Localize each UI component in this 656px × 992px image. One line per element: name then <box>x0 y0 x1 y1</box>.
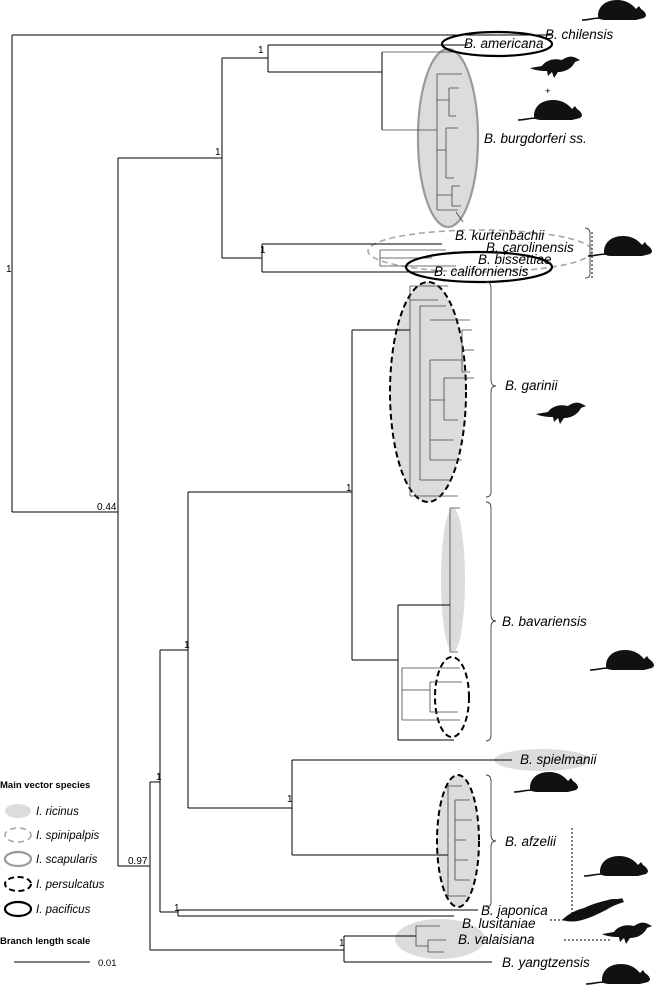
rodent-icon <box>587 235 653 257</box>
bavariensis-persulcatus-ellipse <box>434 656 470 738</box>
lizard-icon <box>562 898 624 922</box>
burgdorferi-scapularis-ellipse <box>418 49 478 227</box>
label-chilensis: B. chilensis <box>545 27 614 42</box>
label-burgdorferi: B. burgdorferi ss. <box>484 131 587 146</box>
legend: Main vector species I. ricinus I. spinip… <box>0 780 105 918</box>
afzelii-ricinus-ellipse <box>437 775 479 907</box>
host-plus: + <box>545 86 551 97</box>
garinii-persulcatus-ellipse <box>389 281 467 503</box>
vector-ellipses <box>367 47 593 959</box>
legend-swatch-pacificus <box>3 900 33 918</box>
garinii-ricinus-ellipse <box>390 282 466 502</box>
legend-item-spinipalpis: I. spinipalpis <box>36 830 100 842</box>
californiensis-pacificus-ellipse <box>404 250 554 284</box>
support-lower-clade: 0.97 <box>128 856 148 867</box>
support-valaisiana-group: 1 <box>339 938 345 949</box>
legend-swatch-spinipalpis <box>4 827 32 843</box>
valaisiana-ricinus-ellipse <box>395 919 485 959</box>
pacificus-ellipses <box>404 30 554 284</box>
bird-icon <box>536 402 586 424</box>
support-garinii-bavariensis: 1 <box>346 483 352 494</box>
species-labels: B. chilensis B. americana B. burgdorferi… <box>434 27 614 970</box>
rodent-icon <box>581 0 647 21</box>
support-chilensis-split: 0.44 <box>97 502 117 513</box>
label-americana: B. americana <box>464 36 544 51</box>
rodent-icon <box>517 99 583 121</box>
scale-value: 0.01 <box>98 958 117 969</box>
label-lusitaniae: B. lusitaniae <box>462 916 536 931</box>
legend-item-persulcatus: I. persulcatus <box>36 879 105 891</box>
label-californiensis: B. californiensis <box>434 264 529 279</box>
support-americana-burgdorferi: 1 <box>258 45 264 56</box>
support-root: 1 <box>6 264 12 275</box>
bavariensis-ricinus-ellipse <box>441 508 465 652</box>
support-japonica-group: 1 <box>174 903 180 914</box>
legend-item-scapularis: I. scapularis <box>36 854 98 866</box>
support-big-clade: 1 <box>215 147 221 158</box>
legend-swatch-ricinus <box>5 804 31 818</box>
label-valaisiana: B. valaisiana <box>458 932 535 947</box>
support-eurasian: 1 <box>184 640 190 651</box>
spielmanii-ricinus-ellipse <box>494 749 590 771</box>
americana-pacificus-ellipse <box>440 30 554 58</box>
support-afzelii-spielmanii: 1 <box>287 794 293 805</box>
rodent-icon <box>513 771 579 793</box>
rodent-icon <box>583 855 649 877</box>
support-afzelii-node: 1 <box>156 772 162 783</box>
legend-title: Main vector species <box>0 780 90 791</box>
label-japonica: B. japonica <box>481 903 548 918</box>
node-support-labels: 1 1 1 1 0.44 1 1 1 1 1 0.97 1 <box>6 45 352 949</box>
scale-bar: Branch length scale 0.01 <box>0 936 117 969</box>
label-afzelii: B. afzelii <box>505 834 557 849</box>
support-kurtenbachii-group: 1 <box>260 245 266 256</box>
label-yangtzensis: B. yangtzensis <box>502 955 590 970</box>
clade-braces <box>485 227 591 908</box>
legend-item-ricinus: I. ricinus <box>36 806 79 818</box>
label-bavariensis: B. bavariensis <box>502 614 587 629</box>
legend-item-pacificus: I. pacificus <box>36 904 91 916</box>
label-carolinensis: B. carolinensis <box>486 240 574 255</box>
label-kurtenbachii: B. kurtenbachii <box>455 228 545 243</box>
label-bissettiae: B. bissettiae <box>478 252 552 267</box>
rodent-icon <box>589 649 655 671</box>
legend-swatch-persulcatus <box>4 876 32 892</box>
legend-swatch-scapularis <box>3 850 33 868</box>
scale-title: Branch length scale <box>0 936 90 947</box>
label-garinii: B. garinii <box>505 378 559 393</box>
host-icons: + <box>513 0 655 985</box>
host-connectors <box>550 232 610 941</box>
bird-icon <box>530 56 580 78</box>
label-spielmanii: B. spielmanii <box>520 752 598 767</box>
kurtenbachii-spinipalpis-ellipse <box>367 229 593 273</box>
afzelii-persulcatus-ellipse <box>436 774 480 908</box>
rodent-icon <box>585 963 651 985</box>
bird-icon <box>602 922 652 944</box>
